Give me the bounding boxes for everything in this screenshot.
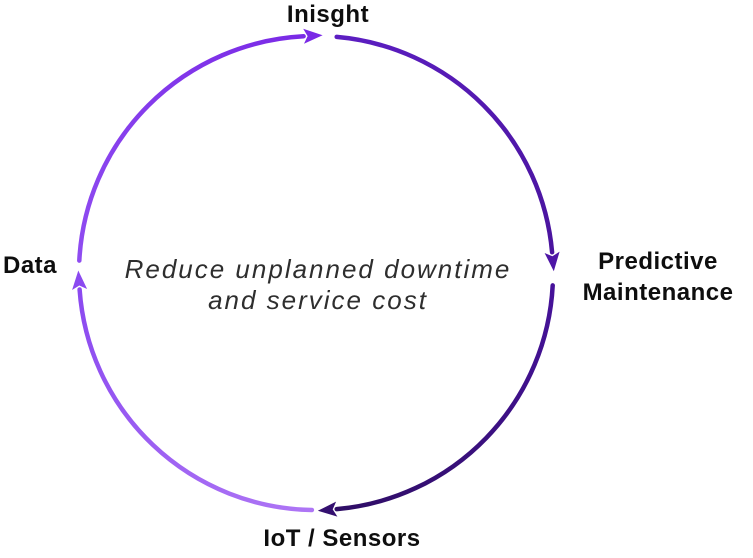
flow-arc-data-to-insight <box>77 34 306 263</box>
node-label-predictive-line1: Predictive <box>598 248 718 275</box>
node-label-iot-sensors: IoT / Sensors <box>263 525 421 552</box>
node-label-predictive-maintenance: Predictive Maintenance <box>562 246 753 308</box>
flow-arc-predictive-to-iot <box>334 283 555 512</box>
arrowhead-insight-icon <box>303 28 323 44</box>
arrowhead-data-icon <box>72 270 88 290</box>
flow-arc-iot-to-data <box>77 287 315 513</box>
node-label-data: Data <box>3 252 58 279</box>
arrowhead-iot-icon <box>317 501 338 517</box>
node-label-insight: Inisght <box>286 1 370 28</box>
center-caption-line1: Reduce unplanned downtime <box>124 254 512 284</box>
node-label-predictive-line2: Maintenance <box>582 279 734 306</box>
center-caption-line2: and service cost <box>208 285 428 315</box>
center-caption: Reduce unplanned downtime and service co… <box>78 254 558 316</box>
flow-arc-insight-to-predictive <box>334 34 555 255</box>
arrowhead-predictive-icon <box>544 251 560 272</box>
